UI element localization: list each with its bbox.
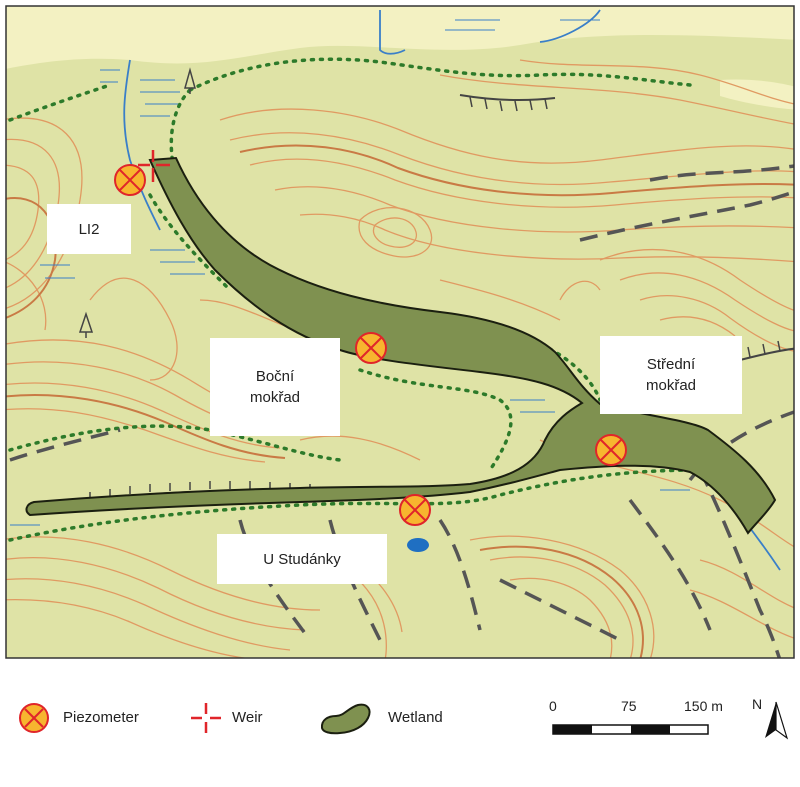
scale-tick-150: 150 m bbox=[684, 698, 723, 714]
label-bocni-mokrad: Boční mokřad bbox=[210, 338, 340, 436]
legend-weir-label: Weir bbox=[232, 709, 263, 726]
map-canvas bbox=[5, 5, 795, 659]
tree-symbols bbox=[78, 67, 196, 338]
scale-tick-75: 75 bbox=[621, 698, 637, 714]
weir-marker bbox=[138, 150, 170, 182]
label-u-studanky: U Studánky bbox=[217, 534, 387, 584]
piezometer-marker-studanky bbox=[399, 494, 431, 526]
scale-tick-0: 0 bbox=[549, 698, 557, 714]
label-li2-text: LI2 bbox=[78, 220, 100, 238]
valley-floor bbox=[6, 6, 794, 69]
index-contours bbox=[6, 144, 794, 658]
label-bocni-text: Boční mokřad bbox=[249, 368, 301, 406]
pond bbox=[407, 538, 429, 552]
north-label: N bbox=[752, 696, 763, 712]
map-frame bbox=[5, 5, 795, 659]
marsh-hatching bbox=[10, 19, 690, 526]
label-stredni-text: Střední mokřad bbox=[645, 356, 697, 394]
wetland-area-main bbox=[25, 156, 777, 535]
north-arrow-icon bbox=[765, 701, 789, 740]
scale-bar bbox=[552, 724, 709, 735]
label-stredni-mokrad: Střední mokřad bbox=[600, 336, 742, 414]
legend-wetland-label: Wetland bbox=[388, 709, 443, 726]
piezometer-marker-li2 bbox=[114, 164, 146, 196]
label-li2: LI2 bbox=[47, 204, 131, 254]
legend-weir-icon bbox=[191, 703, 221, 733]
legend-piezometer-label: Piezometer bbox=[63, 709, 139, 726]
label-studanky-text: U Studánky bbox=[263, 550, 341, 568]
piezometer-marker-stredni bbox=[595, 434, 627, 466]
piezometer-marker-bocni bbox=[355, 332, 387, 364]
legend-piezometer-icon bbox=[19, 703, 49, 733]
hachure-ticks bbox=[89, 96, 781, 500]
legend-wetland-icon bbox=[320, 703, 371, 735]
legend: Piezometer Weir Wetland 0 75 150 m N bbox=[0, 660, 800, 787]
contour-lines bbox=[6, 59, 794, 658]
